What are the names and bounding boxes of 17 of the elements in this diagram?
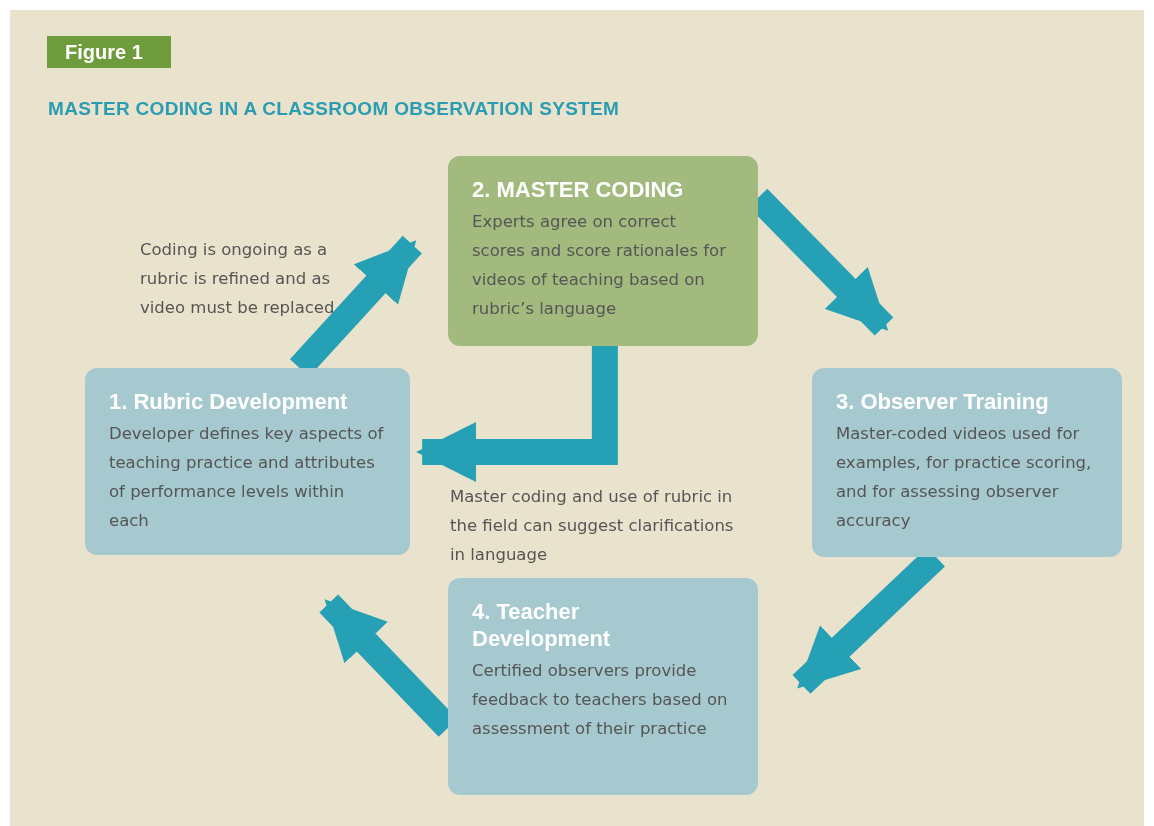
stage-description: Master-coded videos used for examples, for practice scoring, and for assessing observer accuracy	[836, 423, 1093, 532]
stage-heading: 3. Observer Training	[836, 388, 1050, 415]
stage-box	[812, 368, 1122, 557]
stage-description: Developer defines key aspects of teaching practice and attributes of performance levels within each	[109, 423, 385, 532]
master-coding-box	[448, 156, 758, 346]
stage-description: Certified observers provide feedback to teachers based on assessment of their practice	[472, 660, 729, 740]
stage-heading: 4. Teacher Development	[472, 598, 612, 652]
stage-heading: 1. Rubric Development	[109, 388, 349, 415]
diagram-title: MASTER CODING IN A CLASSROOM OBSERVATION SYSTEM	[48, 98, 620, 120]
edge-label: Master coding and use of rubric in the field can suggest clarifications in language	[450, 486, 735, 566]
arrow	[416, 346, 618, 482]
stage-heading: 2. MASTER CODING	[472, 176, 685, 203]
stage-description: Experts agree on correct scores and score rationales for videos of teaching based on rubric’s language	[472, 211, 727, 320]
edge-label: Coding is ongoing as a rubric is refined and as video must be replaced	[140, 239, 336, 319]
stage-box	[85, 368, 410, 555]
figure-tag: Figure 1	[47, 36, 171, 68]
stage-box	[448, 578, 758, 795]
